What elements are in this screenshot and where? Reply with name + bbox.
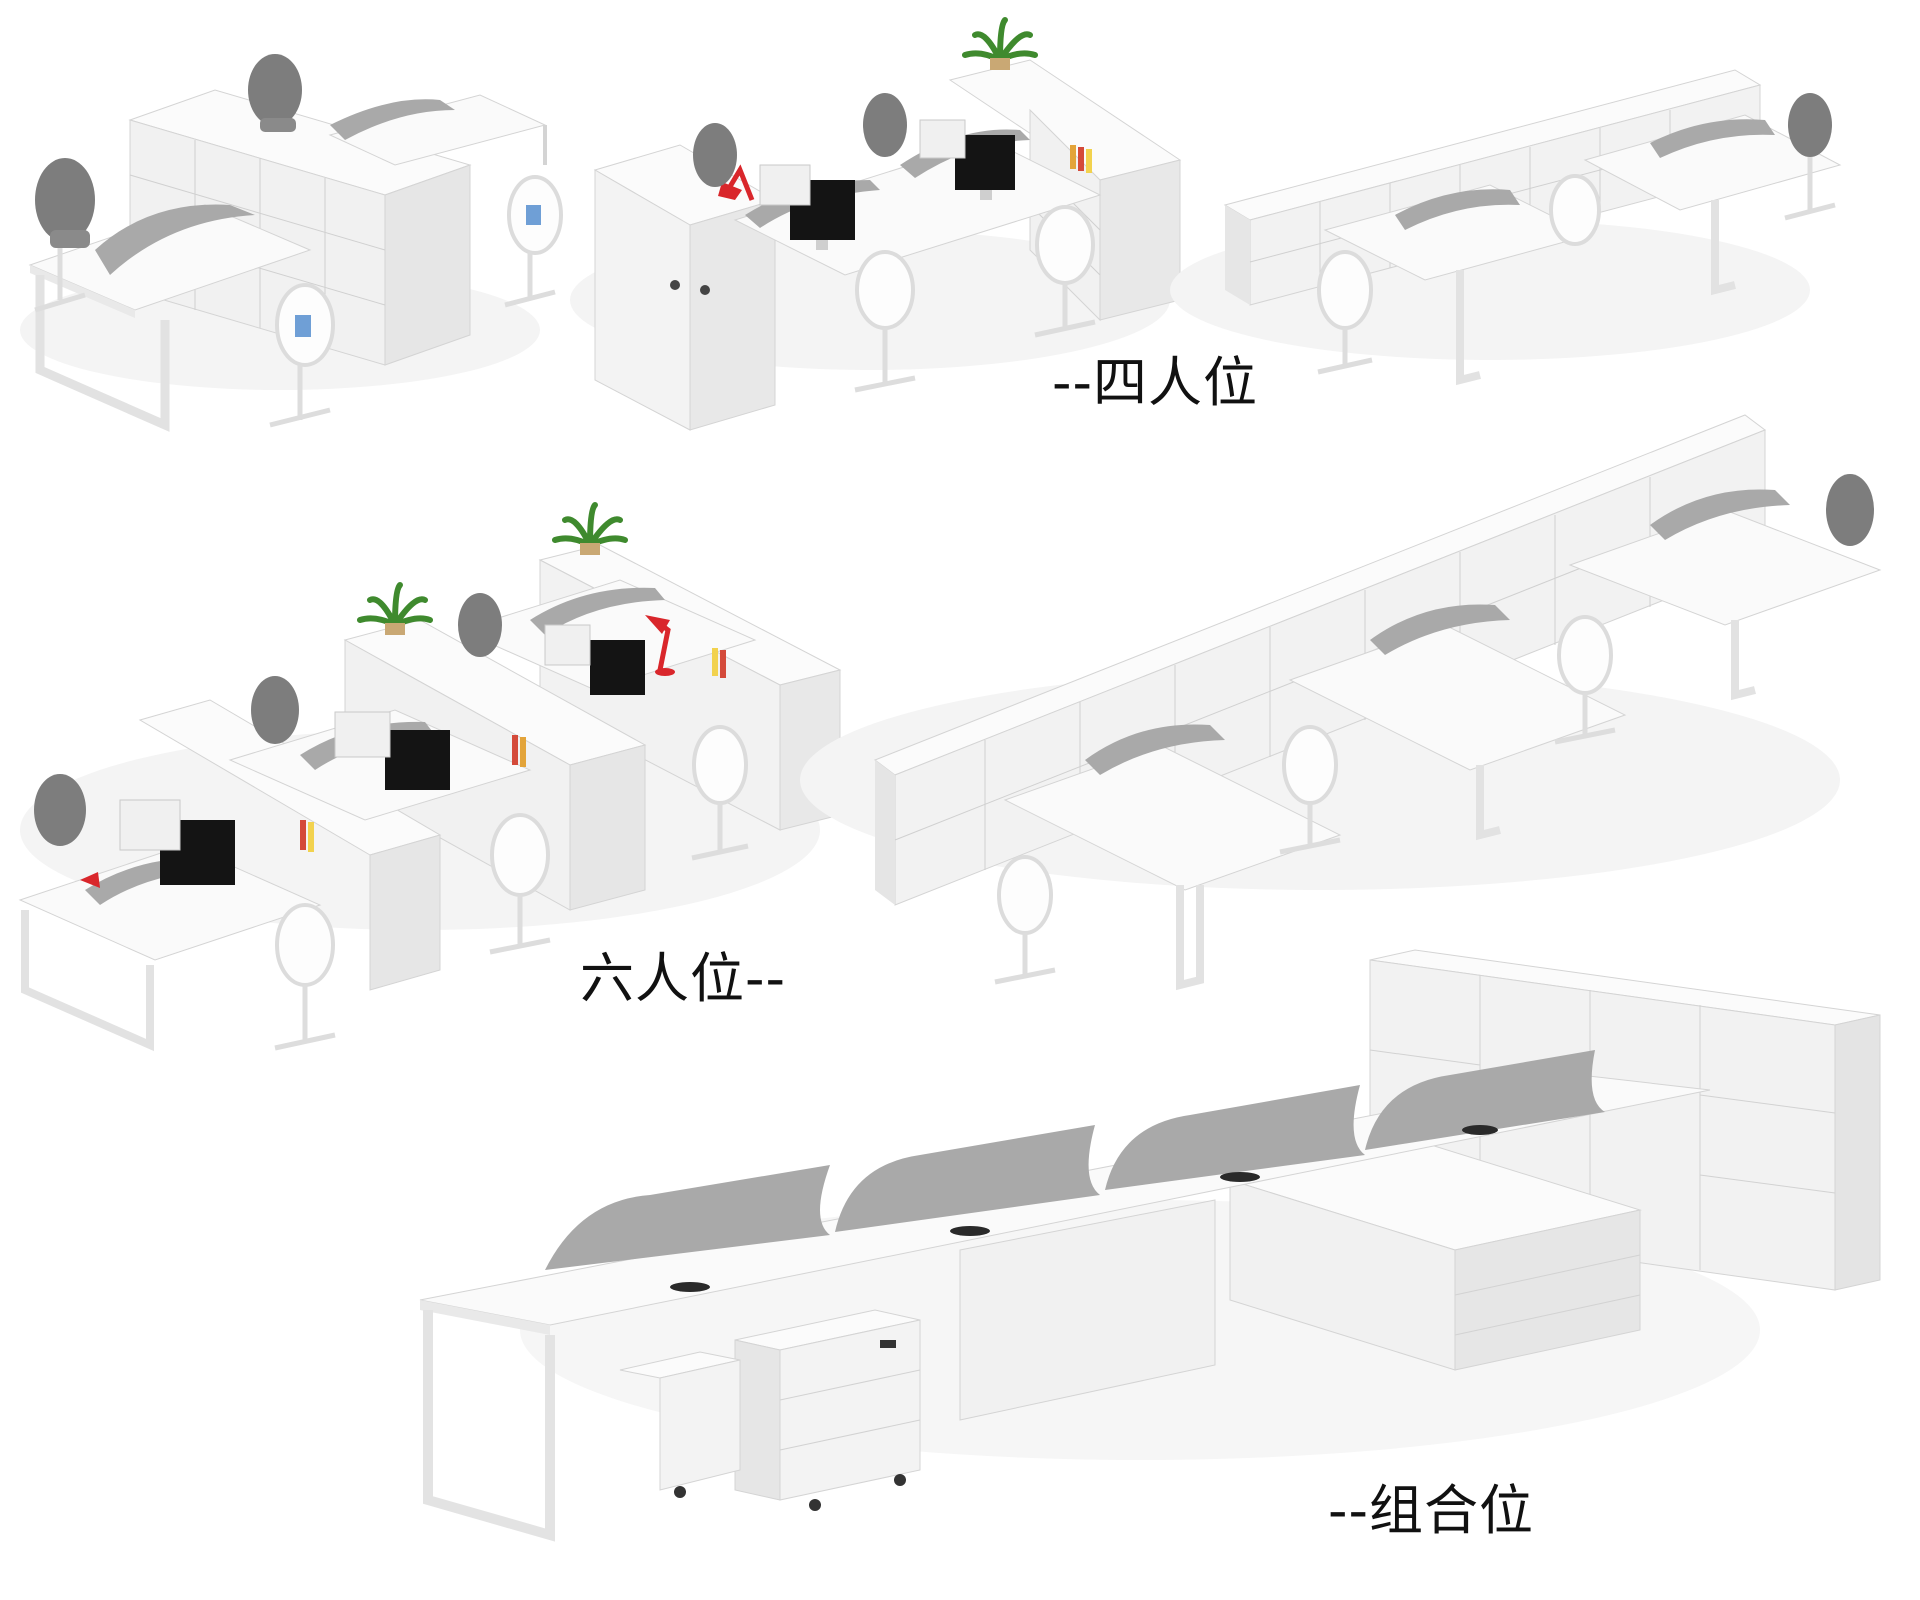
office-chair-icon — [504, 175, 563, 308]
caption-combination: --组合位 — [1328, 1479, 1534, 1542]
office-chair-icon — [248, 54, 302, 132]
caption-four-seat: --四人位 — [1052, 351, 1258, 414]
mobile-pedestal-icon — [619, 1351, 741, 1498]
office-chair-icon — [34, 593, 749, 1051]
six-seat-workstation — [18, 502, 842, 1052]
desk-lamp-icon — [80, 615, 675, 888]
office-chair-icon — [693, 93, 1096, 393]
mobile-pedestal-icon — [734, 1309, 921, 1511]
office-chair-icon — [1317, 93, 1836, 375]
office-chair-icon — [269, 283, 335, 428]
plant-icon — [962, 17, 1038, 70]
monitor-icon — [119, 624, 645, 885]
caption-six-seat: 六人位-- — [580, 947, 786, 1010]
office-chair-icon — [994, 474, 1874, 985]
four-seat-workstation-c — [1170, 69, 1842, 386]
long-bench-workstation — [800, 414, 1882, 991]
office-chair-icon — [34, 158, 95, 313]
plant-icon — [357, 502, 628, 635]
four-seat-workstation-b — [570, 17, 1182, 431]
desk-lamp-icon — [718, 164, 755, 201]
four-seat-workstation-a — [20, 54, 563, 432]
combination-workstation — [419, 949, 1881, 1542]
